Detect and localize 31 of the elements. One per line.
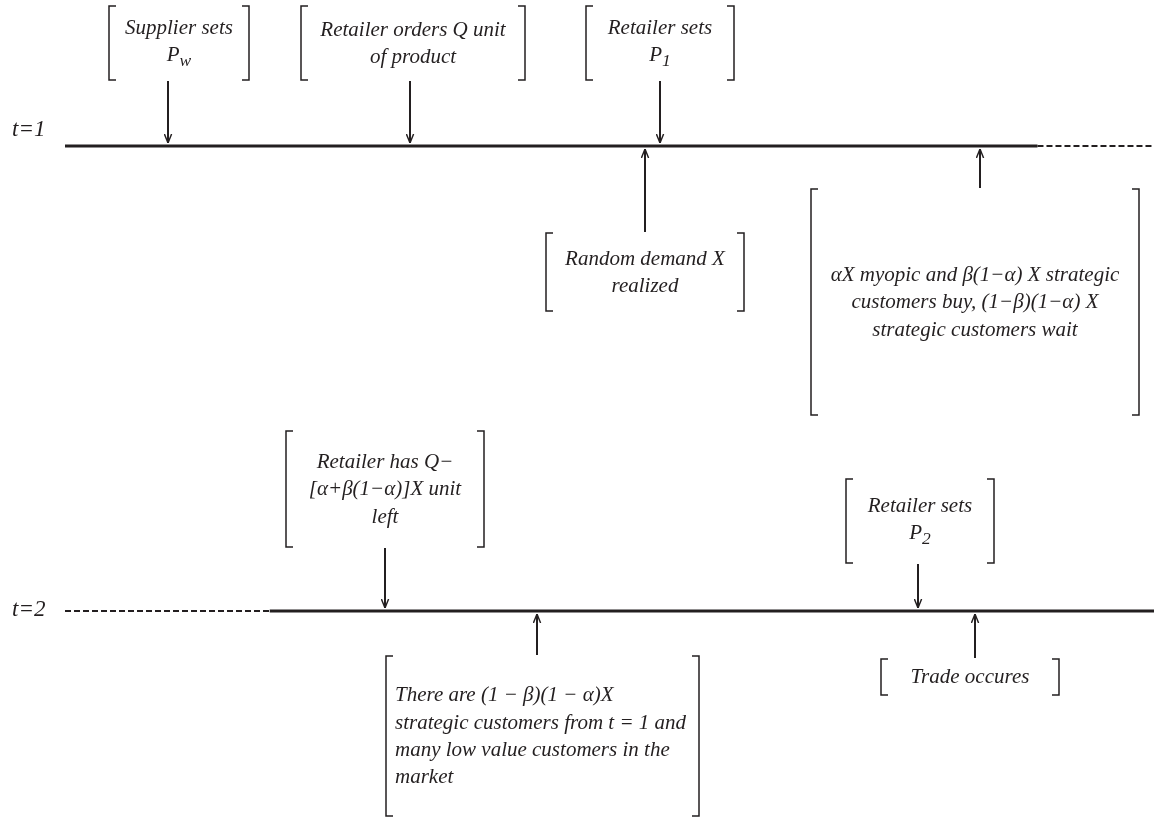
period-label: t=2: [12, 596, 46, 622]
event-text: Retailer sets P$_{1}$: [606, 13, 714, 73]
bracketed-note: [285, 430, 485, 548]
arrow: [975, 148, 985, 189]
timeline-bar: [65, 608, 1154, 614]
arrow: [380, 547, 390, 609]
arrow: [913, 563, 923, 609]
period-label: t=1: [12, 116, 46, 142]
bracketed-note: [545, 232, 745, 312]
event-text: αX myopic and β(1−α) X strategic customers buy, (1−β)(1−α) X strategic customers wait: [829, 261, 1121, 343]
bracketed-note: [385, 655, 700, 817]
event-text: Random demand X realized: [564, 244, 727, 299]
arrow: [405, 80, 415, 144]
event-text: Supplier sets P$_{w}$: [124, 13, 234, 73]
event-text: Trade occures: [910, 663, 1030, 691]
event-text: Retailer sets P$_{2}$: [866, 491, 974, 551]
bracketed-note: [880, 658, 1060, 696]
arrow: [532, 613, 542, 656]
event-text: Retailer has Q−[α+β(1−α)]X unit left: [307, 448, 463, 530]
bracketed-note: [845, 478, 995, 564]
arrow: [970, 613, 980, 659]
bracketed-note: [108, 5, 250, 81]
arrow: [163, 80, 173, 144]
event-text: Retailer orders Q unit of product: [319, 15, 507, 70]
bracketed-note: [585, 5, 735, 81]
bracketed-note: [300, 5, 526, 81]
timeline-bar: [65, 143, 1154, 149]
arrow: [655, 80, 665, 144]
event-text: There are (1 − β)(1 − α)X strategic customers from t = 1 and many low value customers in the market: [395, 681, 688, 791]
bracketed-note: [810, 188, 1140, 416]
arrow: [640, 148, 650, 233]
